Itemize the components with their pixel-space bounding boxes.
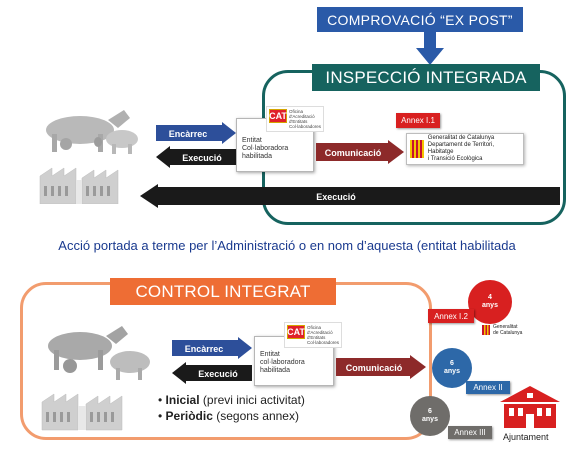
circle-4-anys: 4 anys [468,280,512,324]
execucio-long-label: Execució [316,192,356,202]
annex-i1-badge: Annex I.1 [396,113,440,128]
circle-6-grey-value: 6 [428,408,432,415]
inspeccio-title: INSPECCIÓ INTEGRADA [312,64,540,91]
livestock-illustration-bottom [41,326,150,431]
generalitat-text-bottom: Generalitat de Catalunya [493,324,523,336]
bullet-inicial: • Inicial (previ inici activitat) [158,393,305,407]
generalitat-logo-bottom: Generalitat de Catalunya [482,324,522,336]
cat-caption-bottom: Oficina d'Acreditació d'Entitats Col·lab… [307,325,340,345]
circle-6-anys-grey: 6 anys [410,396,450,436]
encarrec-arrow-bottom: Encàrrec [172,337,252,359]
generalitat-emblem-icon-bottom [482,325,490,335]
execucio-long-arrow: Execució [140,184,560,208]
circle-6-grey-unit: anys [422,416,438,423]
entity-text-top: Entitat Col·laboradora habilitada [242,137,289,160]
ajuntament-label: Ajuntament [503,432,549,442]
circle-6-anys-blue: 6 anys [432,348,472,388]
cat-caption-top: Oficina d'Acreditació d'Entitats Col·lab… [289,109,322,129]
generalitat-emblem-icon [410,140,424,158]
circle-4-unit: anys [482,302,498,309]
bullet-periodic: • Periòdic (segons annex) [158,409,299,423]
cat-logo-top: CAT Oficina d'Acreditació d'Entitats Col… [266,106,325,132]
town-hall-icon [500,386,560,428]
bullet-periodic-bold: Periòdic [165,409,213,423]
annex-iii-badge: Annex III [448,426,492,439]
comunicacio-arrow-top: Comunicació [316,140,404,164]
execucio-arrow-top: Execució [156,146,236,168]
annex-ii-badge: Annex II [466,381,510,394]
comunicacio-label-top: Comunicació [325,148,382,158]
comunicacio-label-bottom: Comunicació [346,363,403,373]
comunicacio-arrow-bottom: Comunicació [336,355,426,379]
encarrec-label-top: Encàrrec [169,129,208,139]
bullet-inicial-bold: Inicial [165,393,200,407]
livestock-illustration [39,110,138,204]
encarrec-label-bottom: Encàrrec [185,344,224,354]
down-arrow [416,32,444,65]
circle-6-blue-unit: anys [444,368,460,375]
circle-6-blue-value: 6 [450,360,454,367]
generalitat-box-top: Generalitat de Catalunya Departament de … [406,133,524,165]
ex-post-header: COMPROVACIÓ “EX POST” [317,7,523,32]
encarrec-arrow-top: Encàrrec [156,122,236,144]
execucio-label-top: Execució [182,153,222,163]
generalitat-text-top: Generalitat de Catalunya Departament de … [427,135,495,162]
cat-logo-mark-top: CAT [269,109,287,123]
execucio-label-bottom: Execució [198,369,238,379]
bullet-periodic-rest: (segons annex) [212,409,299,423]
control-title: CONTROL INTEGRAT [110,278,336,305]
control-types-list: • Inicial (previ inici activitat) • Peri… [158,392,305,424]
bullet-inicial-rest: (previ inici activitat) [199,393,305,407]
caption-text: Acció portada a terme per l’Administraci… [58,238,516,253]
annex-i2-badge: Annex I.2 [428,309,474,323]
cat-logo-mark-bottom: CAT [287,325,305,339]
execucio-arrow-bottom: Execució [172,362,252,384]
entity-text-bottom: Entitat col·laboradora habilitada [260,351,305,374]
cat-logo-bottom: CAT Oficina d'Acreditació d'Entitats Col… [284,322,343,348]
circle-4-value: 4 [488,294,492,301]
